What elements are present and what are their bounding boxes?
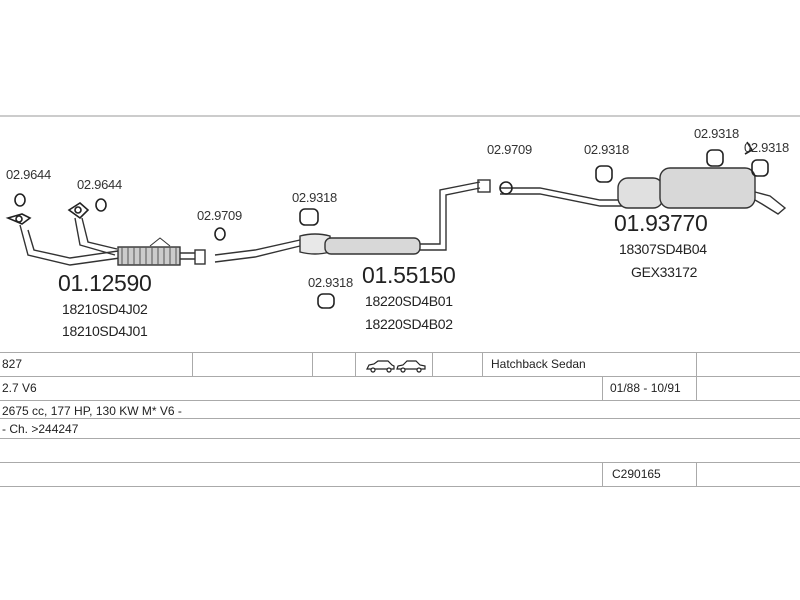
part-label-gasket-3: 02.9709 (197, 208, 242, 223)
table-row (0, 400, 800, 401)
production-years: 01/88 - 10/91 (610, 381, 681, 395)
middle-pipe-ref-2: 18220SD4B02 (365, 316, 453, 332)
front-pipe-number: 01.12590 (58, 270, 152, 296)
front-pipe-drawing (19, 217, 206, 266)
part-label-hanger-1: 02.9318 (292, 190, 337, 205)
table-row (0, 418, 800, 419)
catalog-code: C290165 (612, 467, 661, 481)
table-row (0, 462, 800, 463)
engine: 2.7 V6 (2, 381, 37, 395)
front-pipe-ref-1: 18210SD4J02 (62, 301, 148, 317)
rear-muffler-number: 01.93770 (614, 210, 708, 236)
part-label-gasket-2: 02.9644 (77, 177, 122, 192)
hatchback-car-icon (366, 360, 395, 373)
front-pipe-ref-2: 18210SD4J01 (62, 323, 148, 339)
rear-muffler-ref-2: GEX33172 (631, 264, 698, 280)
hanger-drawings-3 (499, 141, 769, 195)
chassis-range: - Ch. >244247 (2, 422, 79, 436)
middle-pipe-number: 01.55150 (362, 262, 456, 288)
part-label-hanger-4: 02.9318 (694, 126, 739, 141)
middle-pipe-drawing (214, 179, 491, 263)
gasket-drawings-1 (5, 193, 226, 241)
table-row (0, 438, 800, 439)
part-label-gasket-1: 02.9644 (6, 167, 51, 182)
part-label-hanger-2: 02.9318 (308, 275, 353, 290)
rear-muffler-ref-1: 18307SD4B04 (619, 241, 707, 257)
table-row (0, 352, 800, 353)
model-code: 827 (2, 357, 23, 371)
rear-muffler-drawing (500, 167, 787, 215)
part-label-gasket-4: 02.9709 (487, 142, 532, 157)
body-types: Hatchback Sedan (491, 357, 586, 371)
engine-specs: 2675 cc, 177 HP, 130 KW M* V6 - (2, 404, 182, 418)
table-row (0, 486, 800, 487)
middle-pipe-ref-1: 18220SD4B01 (365, 293, 453, 309)
table-row (0, 376, 800, 377)
sedan-car-icon (396, 360, 426, 373)
part-label-hanger-5: 02.9318 (744, 140, 789, 155)
hanger-drawings-2 (299, 208, 335, 309)
part-label-hanger-3: 02.9318 (584, 142, 629, 157)
